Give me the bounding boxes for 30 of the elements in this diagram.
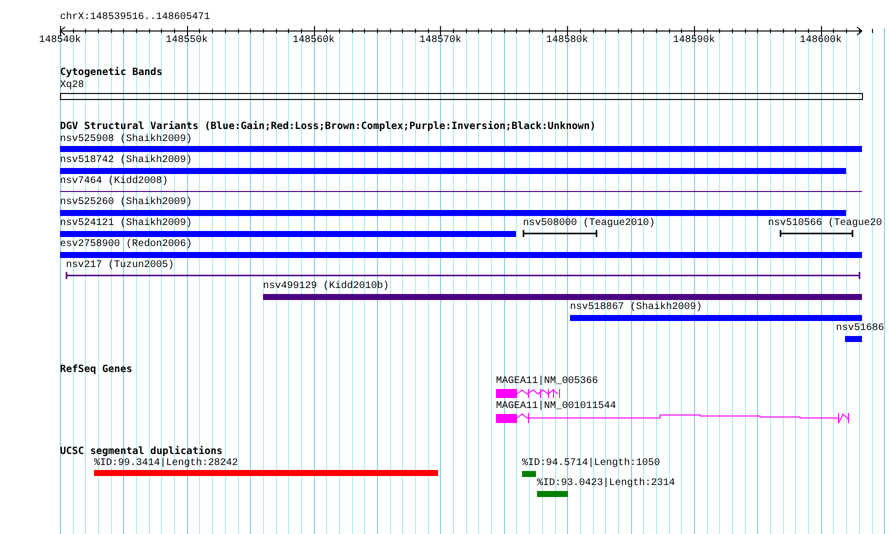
gene-label: MAGEA11|NM_005366: [496, 376, 598, 388]
variant-label: nsv508000 (Teague2010): [523, 218, 656, 230]
gene-label: MAGEA11|NM_001011544: [496, 401, 616, 413]
variant-label: nsv525908 (Shaikh2009): [60, 134, 192, 146]
tick-label: 148600k: [800, 35, 842, 47]
tick-label: 148540k: [39, 35, 81, 47]
variant-label: nsv525260 (Shaikh2009): [60, 197, 192, 209]
variant-label: nsv510566 (Teague20: [768, 218, 882, 230]
variant-label: nsv217 (Tuzun2005): [66, 260, 174, 272]
tick-label: 148560k: [292, 35, 335, 47]
variant-label: esv2758900 (Redon2006): [60, 239, 192, 251]
band-label: Xq28: [60, 80, 84, 92]
tick-label: 148590k: [673, 35, 715, 47]
variant-label: nsv524121 (Shaikh2009): [60, 218, 192, 230]
track-title: UCSC segmental duplications: [60, 446, 223, 458]
tick-label: 148550k: [166, 35, 208, 47]
variant-label: nsv51686: [836, 323, 884, 335]
variant-label: nsv499129 (Kidd2010b): [263, 281, 390, 293]
tick-label: 148580k: [546, 35, 588, 47]
variant-label: nsv7464 (Kidd2008): [60, 176, 168, 188]
track-title: RefSeq Genes: [60, 364, 132, 376]
variant-label: nsv518742 (Shaikh2009): [60, 155, 192, 167]
duplication-label: %ID:99.3414|Length:28242: [94, 458, 238, 470]
coordinate-label: chrX:148539516..148605471: [60, 12, 210, 24]
duplication-label: %ID:93.0423|Length:2314: [537, 478, 676, 490]
duplication-label: %ID:94.5714|Length:1050: [522, 458, 660, 470]
track-title: DGV Structural Variants (Blue:Gain;Red:Loss;Brown:Complex;Purple:Inversion;Black:Unknown): [60, 121, 596, 133]
tick-label: 148570k: [419, 35, 462, 47]
track-title: Cytogenetic Bands: [60, 67, 162, 79]
variant-label: nsv518867 (Shaikh2009): [570, 302, 702, 314]
